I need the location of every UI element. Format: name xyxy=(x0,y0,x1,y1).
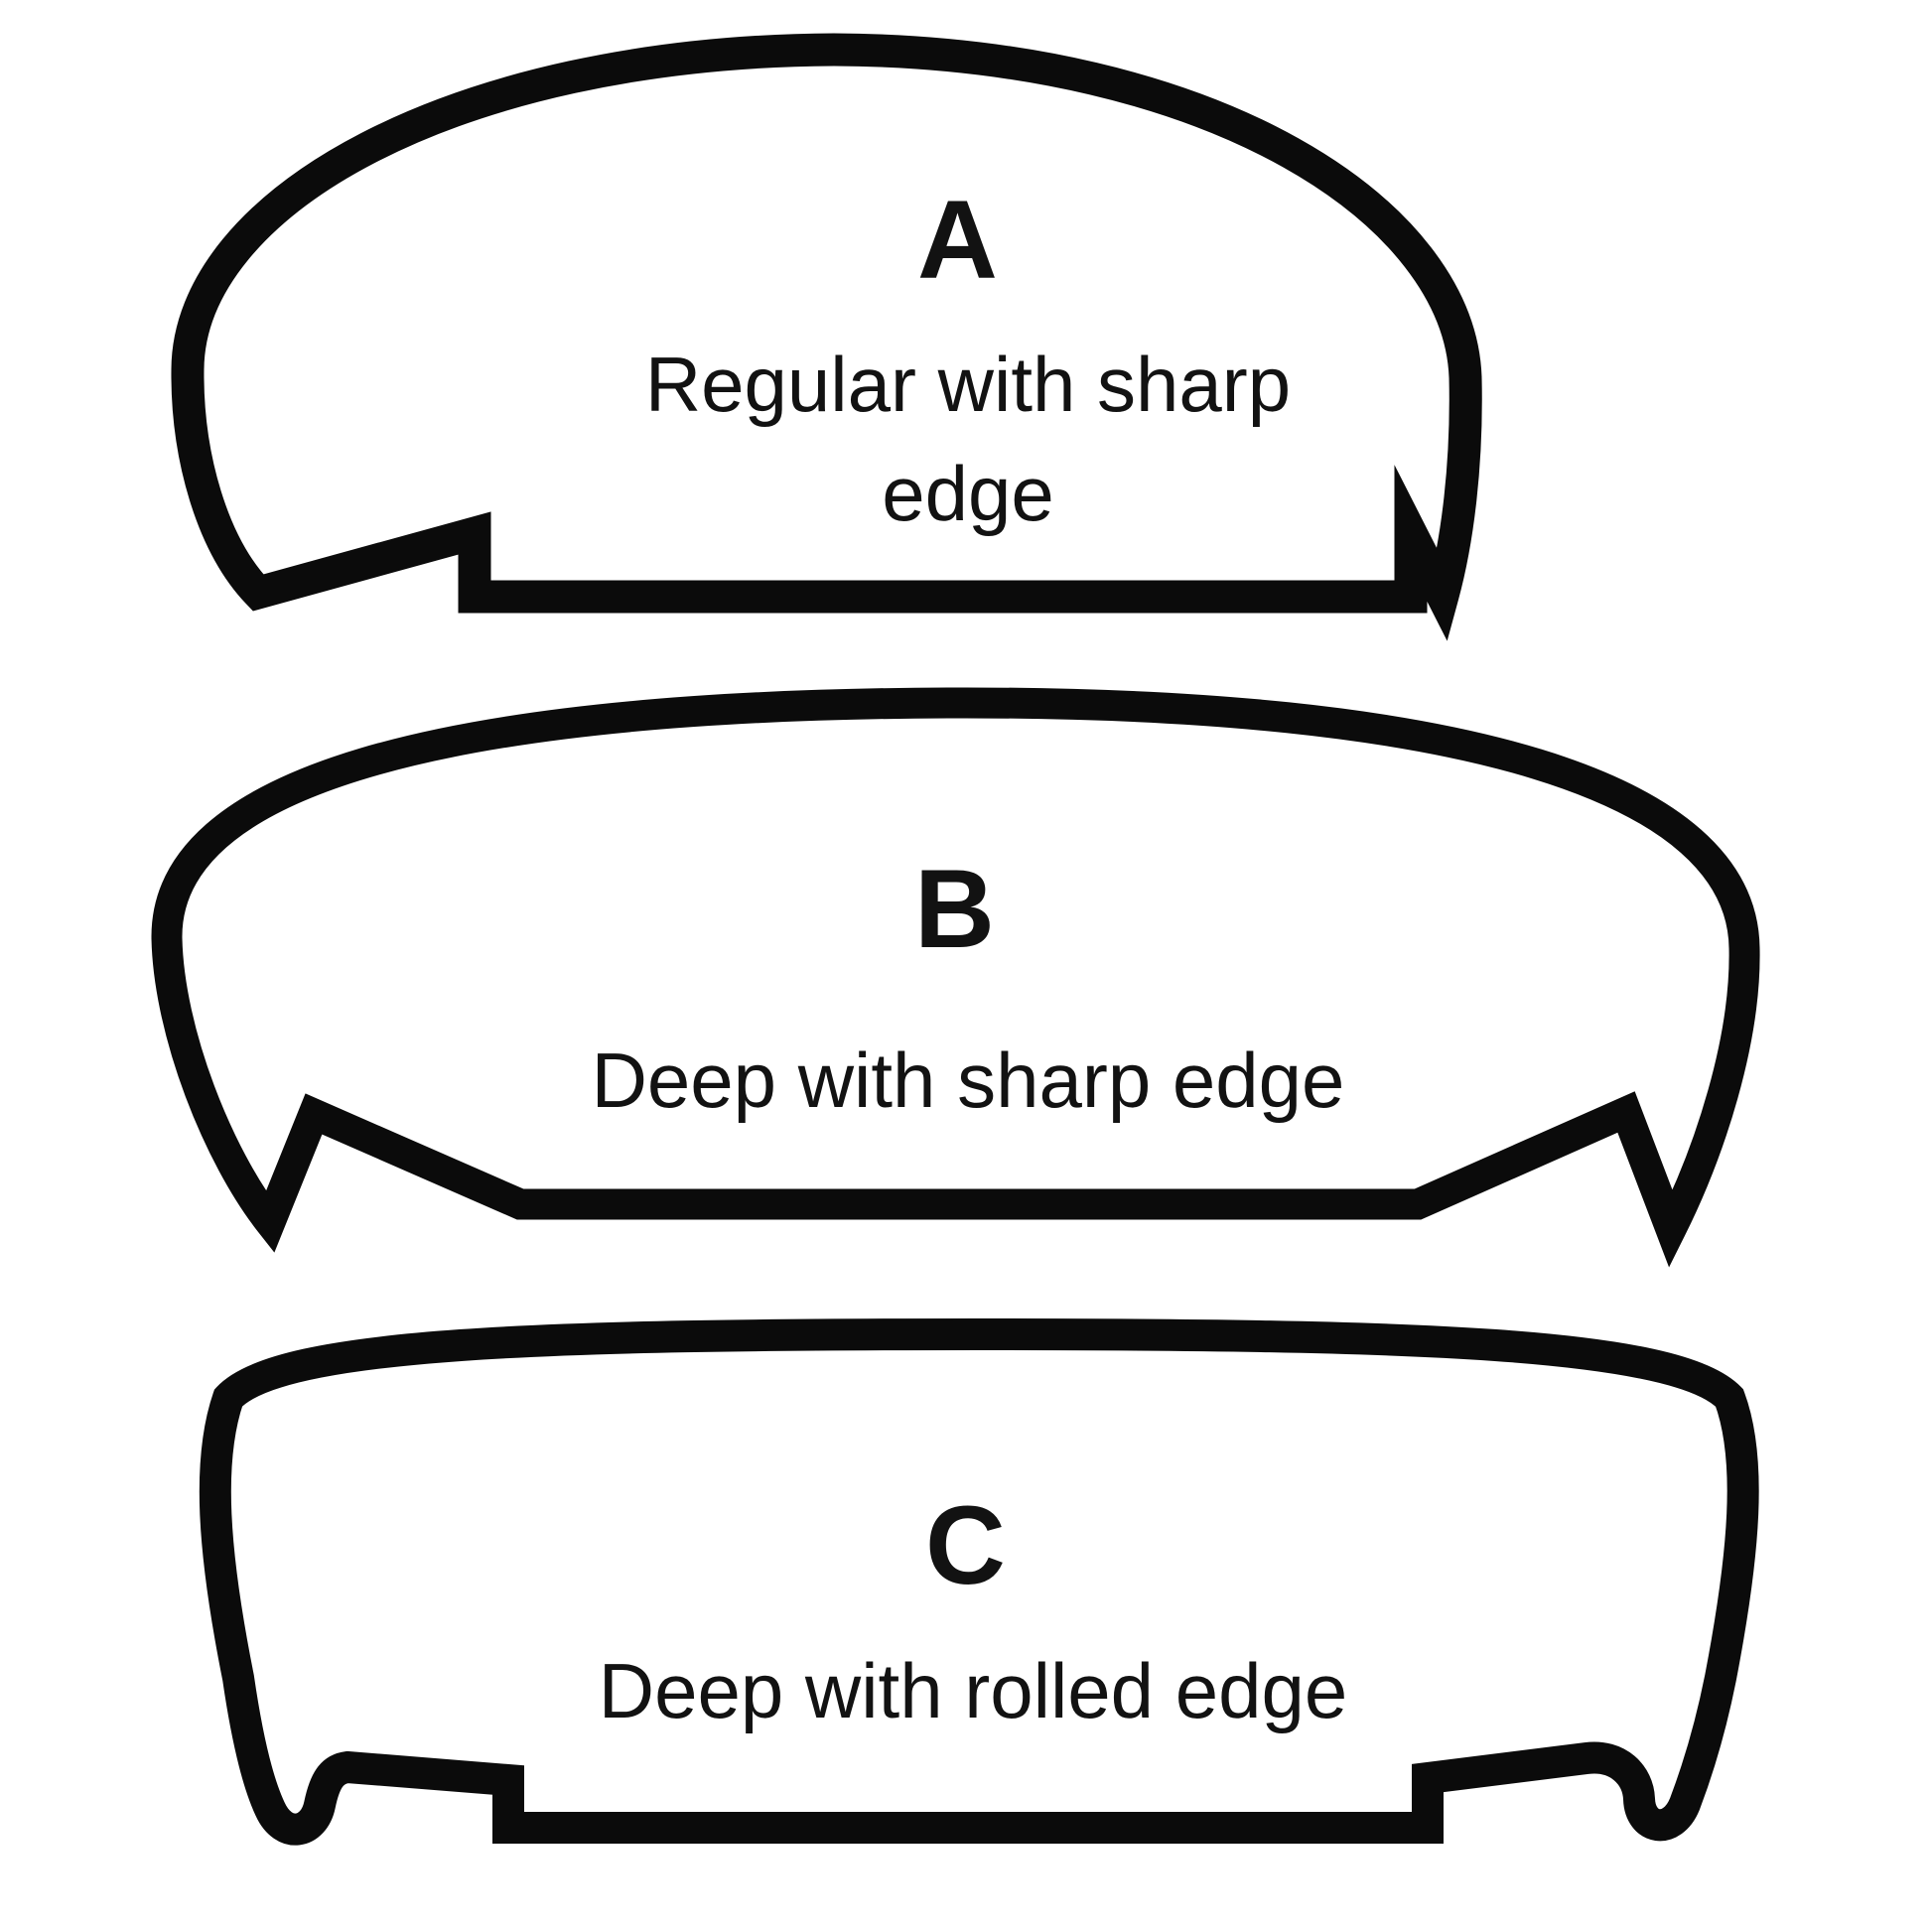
shape-c-description: Deep with rolled edge xyxy=(599,1636,1347,1745)
shape-b-description-line-1: Deep with sharp edge xyxy=(591,1036,1345,1124)
shape-c-description-line-1: Deep with rolled edge xyxy=(598,1647,1348,1734)
shape-c-outline xyxy=(199,1317,1759,1846)
shape-b-outline xyxy=(151,687,1760,1268)
shape-b-description: Deep with sharp edge xyxy=(592,1026,1345,1135)
shape-a-description: Regular with sharp edge xyxy=(645,330,1291,548)
shape-c-letter: C xyxy=(925,1483,1007,1607)
shape-a-description-line-2: edge xyxy=(882,450,1054,537)
shape-b-letter: B xyxy=(914,847,996,971)
shape-a-outline xyxy=(171,33,1482,641)
shape-a-letter: A xyxy=(917,178,999,302)
shape-a-description-line-1: Regular with sharp xyxy=(644,341,1292,428)
